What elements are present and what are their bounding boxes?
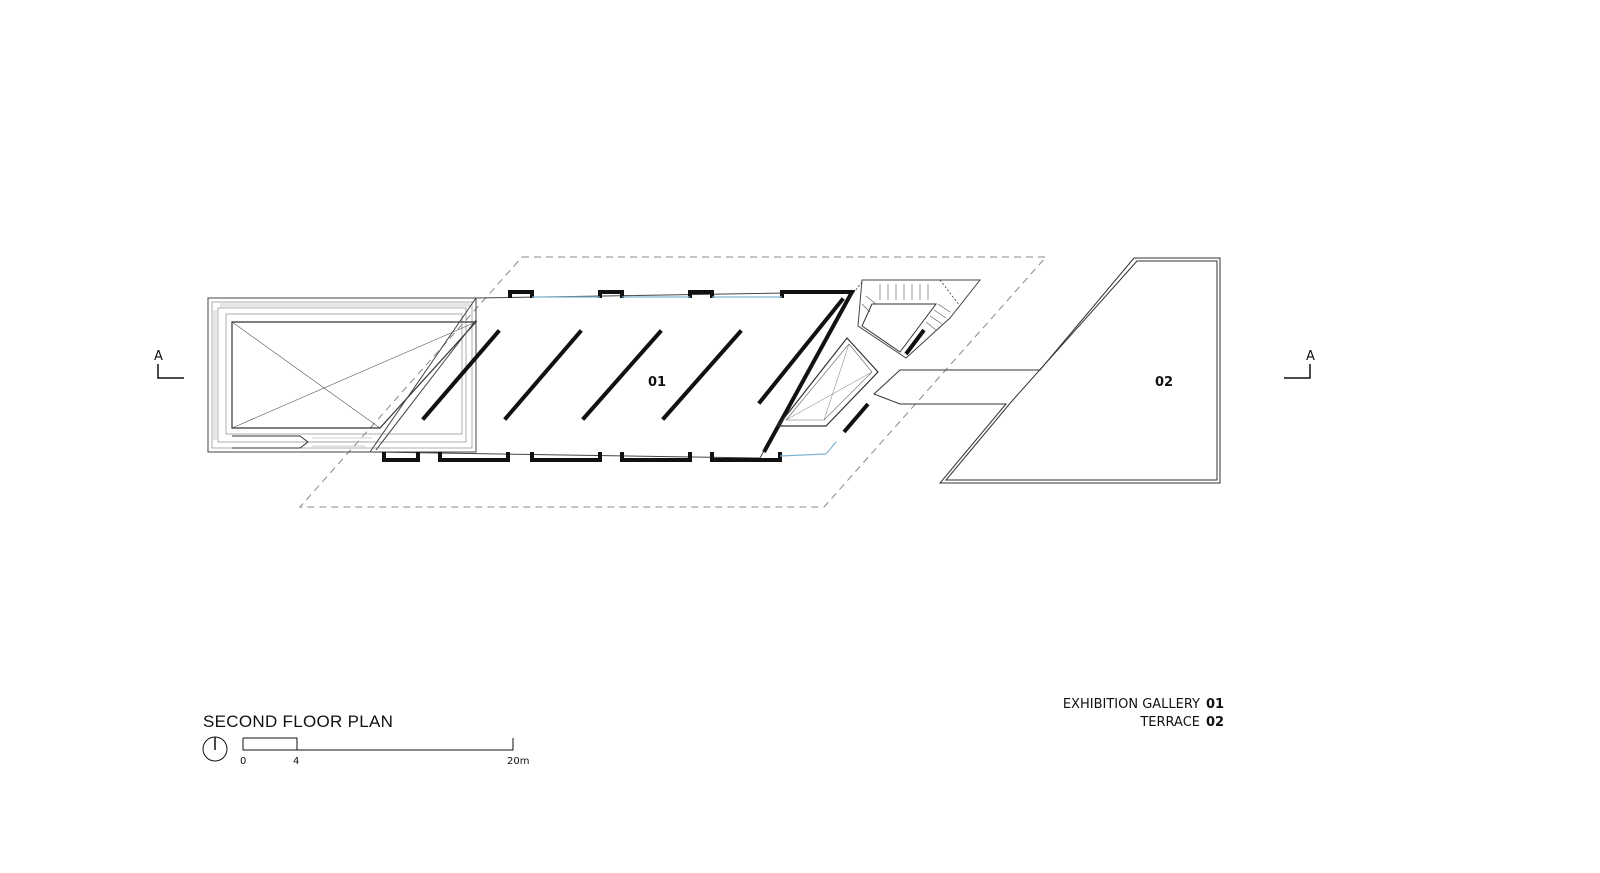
legend-item-02: TERRACE 02: [1063, 714, 1224, 732]
scale-tick-4: 4: [293, 756, 299, 767]
room-label-01: 01: [648, 375, 666, 390]
legend-name: TERRACE: [1140, 715, 1200, 730]
scale-tick-0: 0: [240, 756, 246, 767]
svg-text:A: A: [1306, 349, 1315, 364]
svg-text:A: A: [154, 349, 163, 364]
scale-bar: 0 4 20m: [240, 737, 529, 767]
legend-number: 01: [1206, 697, 1225, 712]
scale-tick-20m: 20m: [507, 756, 529, 767]
north-arrow-icon: [202, 736, 228, 762]
section-marker-left: A: [154, 349, 184, 379]
room-label-02: 02: [1155, 375, 1173, 390]
drawing-title: SECOND FLOOR PLAN: [203, 712, 394, 731]
terrace-outline: [873, 257, 1221, 484]
stair-core: [842, 279, 982, 434]
ramp-block: [207, 297, 478, 453]
legend-item-01: EXHIBITION GALLERY 01: [1063, 696, 1224, 714]
legend-name: EXHIBITION GALLERY: [1062, 697, 1200, 712]
room-legend: EXHIBITION GALLERY 01 TERRACE 02: [1063, 696, 1224, 732]
void-lightwell: [776, 337, 879, 427]
section-marker-right: A: [1284, 349, 1315, 379]
legend-number: 02: [1206, 715, 1225, 730]
gallery-walls: [369, 290, 856, 462]
